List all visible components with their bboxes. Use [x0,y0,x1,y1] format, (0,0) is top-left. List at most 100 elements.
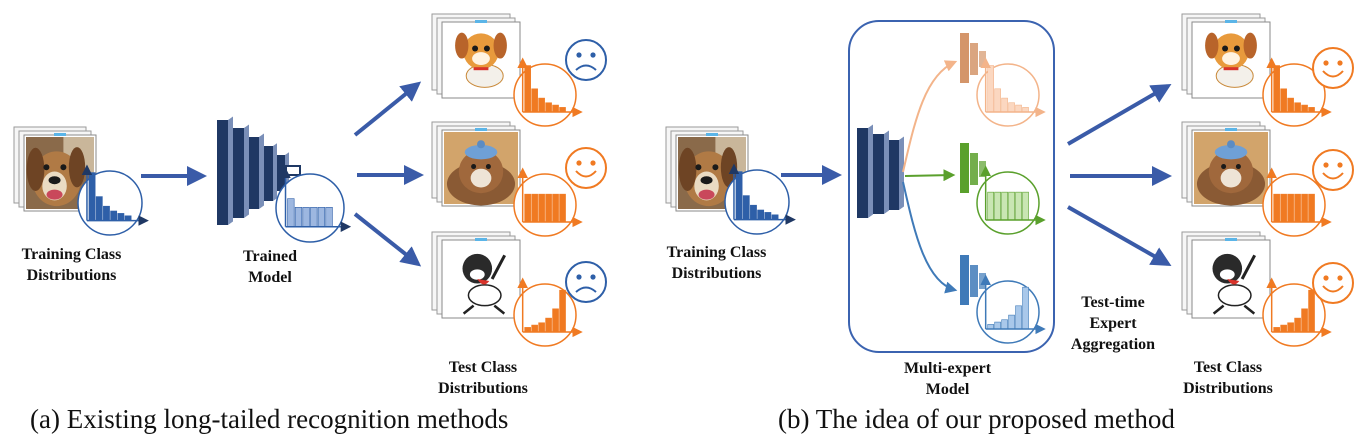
happy-face-icon [565,147,607,189]
cnn-plate [233,128,244,218]
happy-face-icon [1312,149,1354,191]
face-outline [565,39,607,81]
distribution-bar [88,172,96,221]
cnn-plate [889,140,899,210]
sketch-body [1217,284,1252,307]
cartoon-dog-icon [1181,13,1271,99]
distribution-bar [1287,322,1294,333]
cnn-plate-side [228,116,233,225]
face-eye [1323,275,1329,281]
model-distribution-chart [275,167,352,243]
cartoon-eye [483,45,490,52]
cnn-plate-side [884,130,889,214]
face-outline [565,261,607,303]
sketch-tongue [1227,279,1240,285]
distribution-bar [1280,324,1287,333]
cartoon-muzzle [1222,52,1240,66]
distribution-bar [1008,102,1015,113]
dog-eye [695,164,702,171]
cartoon-eye [472,45,479,52]
distribution-bar [552,193,559,223]
distribution-bar [742,195,750,220]
distribution-bar [531,324,538,333]
face-mouth [575,170,597,178]
stack-tab [475,238,487,241]
distribution-bar [735,171,743,220]
arrow-aggregation-to-test-3 [1067,205,1172,266]
test-distribution-chart-b-1 [1262,57,1332,127]
sketch-tongue [477,279,490,285]
cnn-plate [217,120,228,225]
face-outline [1312,47,1354,89]
expert-block [970,43,978,75]
distribution-bar [110,210,118,221]
distribution-bar [994,88,1001,113]
dog-photo-icon [665,126,749,212]
distribution-bar [552,308,559,333]
distribution-bar [1008,191,1015,221]
ice-bag [464,144,498,160]
distribution-bar [1301,193,1308,223]
sketch-head [1212,253,1243,284]
stack-tab [1225,128,1237,131]
distribution-bar [987,191,994,221]
expert-block [970,265,978,297]
ice-bag-cap [1227,140,1235,149]
expert-block [970,153,978,185]
stack-tab [475,128,487,131]
cartoon-ear [1205,32,1219,59]
distribution-bar [117,213,125,221]
bulldog-eye [1235,164,1241,170]
test-distribution-chart-a-1 [513,57,583,127]
arrow-backbone-to-expert-1 [902,60,958,173]
happy-face-icon [1312,262,1354,304]
arrow-backbone-to-expert-2 [904,169,956,182]
sketch-muzzle [1219,269,1235,280]
dog-nose [48,176,61,185]
multi-expert-frame [848,20,1055,353]
cnn-plate [873,134,884,214]
sketch-body [467,284,502,307]
distribution-bar [1294,193,1301,223]
dog-ear-left [678,147,697,191]
ice-bag [1214,144,1248,160]
cartoon-head [1213,33,1249,70]
distribution-bar [103,205,110,221]
distribution-bar [1273,193,1280,223]
distribution-bar [1301,104,1308,113]
shared-backbone-cnn [857,124,904,218]
sketch-paw [490,254,507,280]
sketch-legs [462,304,506,315]
distribution-bar [1001,191,1008,221]
distribution-bar [294,207,303,228]
distribution-bar [287,198,295,227]
stack-tab [475,20,487,23]
distribution-bar [1308,289,1315,333]
cnn-output [285,165,301,176]
test-distribution-chart-b-2 [1262,167,1332,237]
dog-eye [60,164,67,171]
face-mouth [575,64,597,71]
cnn-plate-side [244,124,249,218]
trained-model-label: Trained Model [243,248,297,286]
cartoon-head [463,33,499,70]
distribution-bar [1287,193,1294,223]
distribution-bar [1294,317,1301,333]
face-eye [1323,60,1329,66]
cnn-plate-side [899,136,904,210]
distribution-bar [1287,97,1294,113]
cnn-plate-side [273,143,277,201]
ice-bag-cap [477,140,485,149]
face-eye [590,52,596,58]
cnn-plate [857,128,868,218]
test-distribution-chart-a-3 [513,277,583,347]
expert-block [960,143,969,193]
face-outline [565,147,607,189]
distribution-bar [1280,88,1287,113]
arrow-model-to-test-1 [353,81,422,137]
dog-tongue [46,189,63,200]
cartoon-collar [473,67,489,71]
face-mouth [1322,285,1344,293]
dog-tongue [698,189,715,200]
expert-1-distribution-chart [976,57,1046,127]
